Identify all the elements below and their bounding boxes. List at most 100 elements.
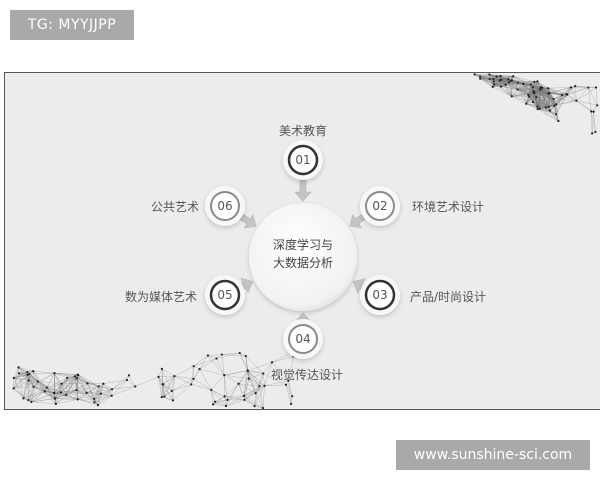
mesh-line (111, 379, 128, 396)
mesh-line (225, 395, 245, 407)
mesh-line (54, 373, 62, 384)
mesh-dot (206, 354, 210, 357)
mesh-line (207, 354, 222, 356)
mesh-line (171, 378, 194, 392)
mesh-dot (522, 82, 525, 85)
mesh-line (238, 370, 249, 384)
mesh-line (554, 100, 577, 106)
mesh-dot (591, 132, 594, 135)
mesh-line (255, 385, 265, 394)
mesh-line (254, 393, 256, 407)
mesh-line (174, 375, 192, 385)
mesh-dot (238, 351, 241, 355)
mesh-line (28, 380, 34, 387)
network-mesh-decoration-bottom-left (12, 351, 295, 409)
mesh-line (211, 389, 214, 405)
mesh-dot (258, 385, 261, 388)
mesh-line (263, 362, 273, 374)
mesh-line (517, 82, 535, 94)
mesh-dot (499, 74, 502, 78)
mesh-line (164, 390, 172, 397)
mesh-line (511, 79, 530, 97)
mesh-line (548, 94, 563, 107)
mesh-line (161, 384, 164, 398)
mesh-line (172, 384, 192, 401)
mesh-line (244, 385, 265, 400)
mesh-line (128, 375, 136, 387)
mesh-line (513, 76, 524, 85)
mesh-dot (32, 385, 35, 388)
mesh-line (264, 362, 273, 386)
mesh-line (174, 375, 194, 380)
mesh-line (290, 396, 293, 404)
mesh-dot (553, 104, 556, 107)
mesh-line (54, 372, 77, 379)
mesh-dot (244, 354, 247, 358)
mesh-dot (192, 377, 195, 380)
node-01-label: 美术教育 (279, 123, 327, 138)
mesh-line (46, 387, 56, 399)
mesh-line (28, 380, 38, 382)
mesh-line (60, 377, 68, 393)
mesh-line (526, 103, 538, 110)
mesh-line (238, 378, 249, 384)
mesh-dot (289, 402, 293, 405)
mesh-line (247, 370, 264, 374)
mesh-line (499, 80, 518, 90)
mesh-line (262, 385, 265, 409)
mesh-line (216, 352, 240, 359)
mesh-dot (531, 100, 535, 104)
mesh-line (67, 377, 77, 391)
mesh-line (245, 356, 250, 379)
node-01-ring (287, 144, 319, 176)
mesh-dot (157, 375, 160, 378)
mesh-line (548, 106, 559, 122)
mesh-line (28, 380, 47, 388)
mesh-line (254, 405, 263, 409)
mesh-line (76, 386, 99, 391)
mesh-dot (547, 87, 550, 90)
mesh-dot (45, 386, 48, 389)
mesh-dot (223, 395, 226, 398)
mesh-dot (171, 399, 175, 402)
mesh-dot (246, 369, 250, 372)
mesh-line (174, 366, 194, 377)
mesh-dot (73, 375, 77, 378)
mesh-line (540, 87, 555, 106)
mesh-line (55, 394, 67, 399)
mesh-line (98, 386, 112, 396)
mesh-line (55, 399, 78, 405)
mesh-dot (22, 397, 25, 400)
mesh-line (575, 85, 577, 101)
mesh-line (496, 76, 502, 87)
mesh-line (567, 85, 576, 95)
mesh-line (215, 401, 227, 407)
mesh-dot (26, 373, 29, 376)
mesh-dot (127, 374, 131, 377)
mesh-line (225, 383, 239, 407)
connector-arrow (239, 214, 257, 229)
mesh-line (29, 373, 34, 387)
node-06-ring (210, 191, 240, 221)
mesh-line (100, 393, 112, 396)
node-06-label: 公共艺术 (151, 200, 199, 214)
mesh-line (494, 79, 509, 85)
mesh-line (593, 111, 596, 132)
mesh-line (259, 373, 264, 387)
mesh-line (272, 356, 294, 363)
mesh-line (526, 103, 547, 108)
node-03-ring (364, 279, 396, 311)
mesh-dot (224, 404, 228, 408)
mesh-line (213, 404, 227, 407)
mesh-dot (493, 83, 496, 86)
mesh-line (540, 89, 549, 107)
mesh-dot (66, 376, 69, 380)
mesh-dot (488, 73, 491, 76)
mesh-line (537, 92, 550, 107)
mesh-line (93, 393, 102, 399)
mesh-line (264, 384, 286, 386)
mesh-line (13, 371, 28, 389)
mesh-dot (243, 398, 246, 401)
mesh-dot (53, 372, 56, 375)
mesh-dot (92, 397, 96, 400)
